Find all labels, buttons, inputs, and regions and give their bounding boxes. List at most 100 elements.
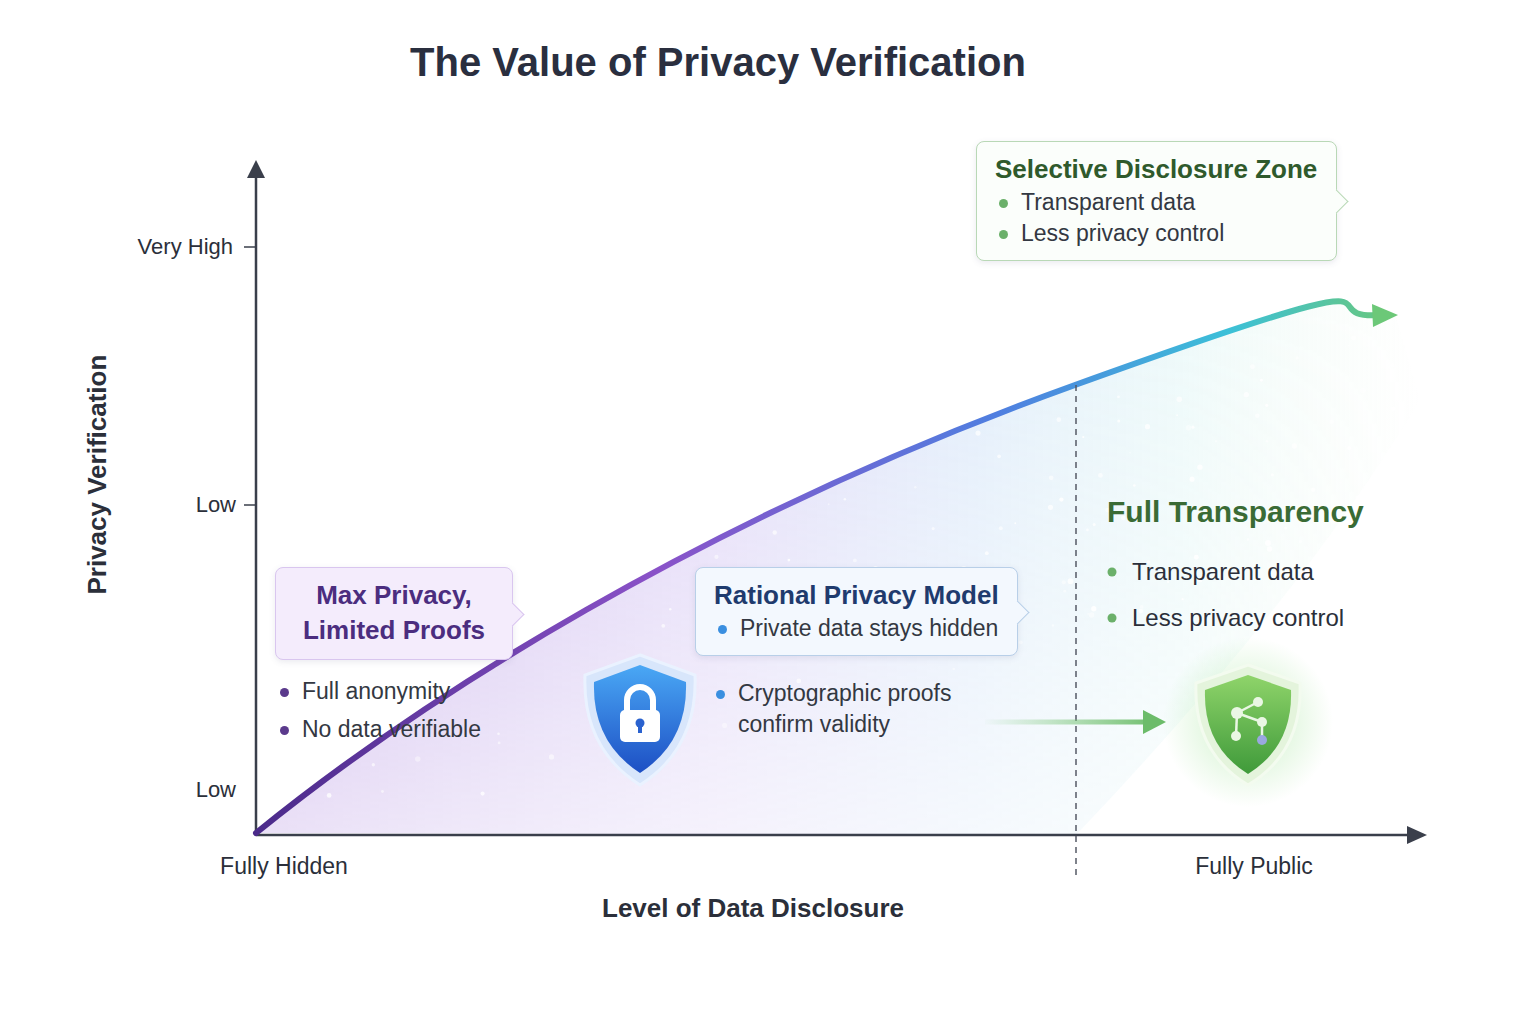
model-callout: Rational Privacy ModelPrivate data stays… (695, 567, 1018, 656)
sparkle (1299, 540, 1302, 543)
sparkle (1181, 598, 1183, 600)
sparkle (828, 503, 830, 505)
sparkle (1056, 417, 1061, 422)
sparkle (1176, 396, 1182, 402)
sparkle (1048, 505, 1053, 510)
bullet-text: Transparent data (995, 187, 1318, 218)
sparkle (498, 741, 501, 744)
sparkle (384, 710, 389, 715)
sparkle (1266, 440, 1269, 443)
bullet-dot (1108, 568, 1117, 577)
sparkle (1089, 612, 1094, 617)
sparkle (1062, 580, 1066, 584)
sparkle (1129, 452, 1131, 454)
sparkle (1186, 425, 1192, 431)
sparkle (914, 486, 917, 489)
chart-title: The Value of Privacy Verification (0, 38, 1436, 86)
zone-callout: Selective Disclosure ZoneTransparent dat… (976, 141, 1337, 261)
glow-area (256, 301, 1420, 835)
sparkle (1190, 477, 1195, 482)
sparkle (1391, 406, 1396, 411)
sparkle (1351, 336, 1356, 341)
bullet-dot (1108, 614, 1117, 623)
sparkle (661, 624, 665, 628)
axis-label: Fully Hidden (220, 853, 348, 881)
bullet-text: Less privacy control (995, 218, 1318, 249)
sparkle (714, 555, 718, 559)
sparkle (772, 530, 777, 535)
sparkle (415, 756, 421, 762)
sparkle (1215, 440, 1217, 442)
axis-label: Fully Public (1195, 853, 1313, 881)
green-arrow (985, 720, 1150, 725)
sparkle (1390, 363, 1394, 367)
bullet-text: Transparent data (1132, 558, 1314, 587)
sparkle (372, 763, 375, 766)
bullet-text: Less privacy control (1132, 604, 1344, 633)
sparkle (317, 744, 319, 746)
curve-head (1372, 304, 1398, 327)
sparkle (844, 498, 847, 501)
sparkle (1014, 522, 1016, 524)
sparkle (722, 723, 727, 728)
privacy-callout: Max Privacy, Limited ProofsFull anonymit… (275, 567, 513, 660)
sparkle (952, 668, 954, 670)
sparkle (1019, 640, 1023, 644)
axis-label: Low (196, 492, 236, 518)
sparkle (1091, 606, 1096, 611)
sparkle (932, 527, 935, 530)
sparkle (1191, 426, 1194, 429)
x-axis (256, 834, 1415, 837)
sparkle (1087, 613, 1089, 615)
sparkle (1311, 487, 1315, 491)
axis-label: Level of Data Disclosure (602, 893, 904, 924)
sparkle (497, 732, 500, 735)
sparkle (1133, 484, 1136, 487)
bullet-text: Private data stays hidden (714, 613, 999, 644)
sparkle (327, 793, 332, 798)
sparkle (1082, 436, 1084, 438)
sparkle (985, 551, 989, 555)
sparkle (673, 545, 676, 548)
sparkle (1348, 345, 1350, 347)
sparkle (1176, 414, 1178, 416)
sparkle (1296, 356, 1299, 359)
sparkle (1247, 538, 1250, 541)
sparkle (1049, 475, 1054, 480)
sparkle (1117, 395, 1120, 398)
lock-shield (585, 655, 695, 785)
sparkle (1265, 404, 1268, 407)
sparkle (1093, 523, 1096, 526)
callout-heading: Rational Privacy Model (714, 578, 999, 613)
trend-curve (256, 301, 1380, 833)
bullet-text: Cryptographic proofs confirm validity (712, 678, 988, 740)
sparkle (1265, 540, 1271, 546)
sparkle (481, 792, 485, 796)
sparkle (1145, 424, 1150, 429)
sparkle (381, 790, 384, 793)
bullet-text: Full anonymity (276, 676, 450, 707)
network-shield (1163, 637, 1333, 807)
tick (244, 246, 256, 248)
axis-label: Low (196, 777, 236, 803)
sparkle (1063, 590, 1066, 593)
sparkle (1052, 624, 1054, 626)
x-axis-head (1407, 826, 1427, 844)
sparkle (669, 608, 671, 610)
sparkle (1292, 443, 1297, 448)
sparkle (549, 754, 554, 759)
sparkle (1117, 419, 1120, 422)
axis-label: Privacy Verification (82, 355, 113, 595)
sparkle (1329, 419, 1334, 424)
tick (244, 504, 256, 506)
divider-line (1075, 385, 1077, 875)
sparkle (270, 786, 273, 789)
sparkle (1098, 473, 1103, 478)
sparkle (1086, 529, 1089, 532)
sparkle (1339, 482, 1341, 484)
axis-label: Very High (138, 234, 233, 260)
sparkle (1255, 413, 1260, 418)
bullet-text: No data verifiable (276, 714, 481, 745)
sparkle (305, 746, 310, 751)
callout-heading: Selective Disclosure Zone (995, 152, 1318, 187)
